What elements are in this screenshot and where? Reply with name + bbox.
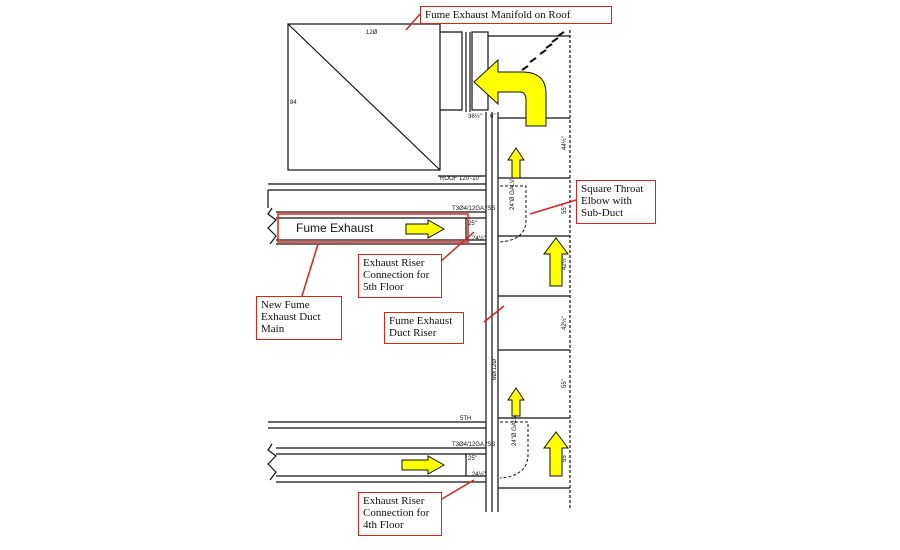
dim-24-4th: 24½" bbox=[472, 471, 486, 478]
arrow-up-icon bbox=[543, 237, 569, 287]
callout-manifold: Fume Exhaust Manifold on Roof bbox=[420, 6, 612, 24]
roof-label: ROOF 120'-10" bbox=[440, 176, 481, 182]
dim-25-5th: 25" bbox=[468, 221, 477, 227]
dim-24-5th: 24½" bbox=[472, 235, 486, 242]
dim-42b: 42½" bbox=[561, 316, 568, 330]
hatch-marks bbox=[521, 31, 565, 71]
dim-42a: 42½" bbox=[561, 256, 568, 270]
arrow-right-icon bbox=[401, 455, 446, 475]
dim-44: 44½" bbox=[561, 136, 568, 150]
arrow-up-icon bbox=[507, 387, 525, 417]
riser-duct bbox=[267, 112, 570, 512]
dim-84: 84 bbox=[290, 100, 297, 106]
leader-lines bbox=[277, 13, 577, 507]
duct-label: Fume Exhaust bbox=[296, 221, 374, 235]
arrow-right-icon bbox=[405, 219, 446, 239]
dim-55b: 55" bbox=[562, 379, 568, 388]
flow-arrows bbox=[401, 58, 569, 477]
dim-55a: 55" bbox=[562, 205, 568, 214]
callout-elbow: Square Throat Elbow with Sub-Duct bbox=[576, 180, 656, 224]
callout-duct-main: New Fume Exhaust Duct Main bbox=[256, 296, 342, 340]
callout-riser-4th: Exhaust Riser Connection for 4th Floor bbox=[358, 492, 442, 536]
arrow-up-icon bbox=[543, 431, 569, 477]
dim-55c: 55" bbox=[562, 453, 568, 462]
spec-5th: T3Ø4/12GA./SS bbox=[452, 206, 495, 212]
callout-riser-5th: Exhaust Riser Connection for 5th Floor bbox=[358, 254, 442, 298]
riser-size: 6Ø/12Ø bbox=[492, 359, 498, 380]
dim-25-4th: 25" bbox=[468, 456, 477, 462]
break-marks bbox=[267, 207, 277, 481]
subduct-5th: 24"Ø GALV. bbox=[510, 178, 516, 210]
manifold-box bbox=[287, 23, 571, 510]
spec-4th: T3Ø4/12GA./SS bbox=[452, 442, 495, 448]
curved-arrow-icon bbox=[473, 58, 547, 127]
floor-5th: 5TH bbox=[460, 416, 471, 422]
dim-6: 6" bbox=[490, 114, 495, 120]
callout-duct-riser: Fume Exhaust Duct Riser bbox=[384, 312, 464, 344]
dim-36: 36½" bbox=[468, 113, 482, 120]
dim-120: 12Ø bbox=[366, 30, 378, 36]
sub-duct-elbows bbox=[499, 185, 529, 479]
arrow-up-icon bbox=[507, 147, 525, 179]
subduct-4th: 24"Ø GALV. bbox=[512, 414, 518, 446]
dimension-labels: 12Ø 84 36½" 6" ROOF 120'-10" 44½" 55" T3… bbox=[290, 30, 568, 478]
